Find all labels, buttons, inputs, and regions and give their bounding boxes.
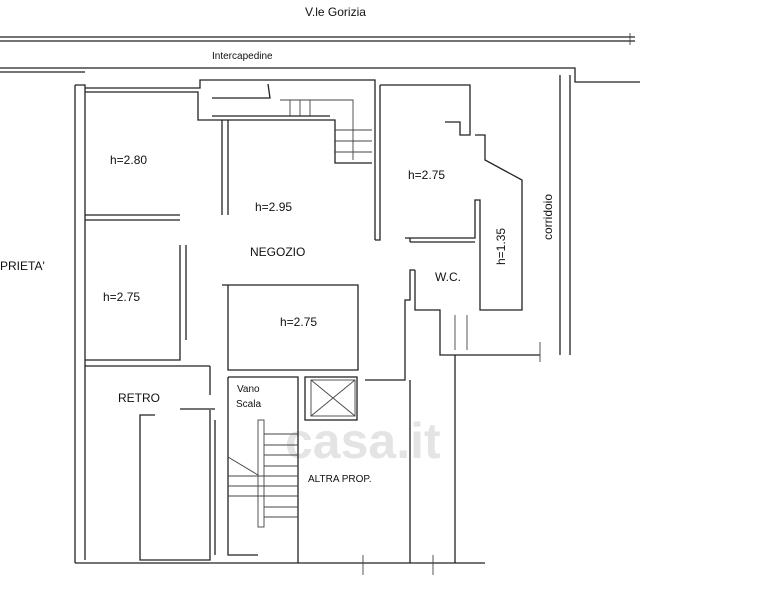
room-name-label: RETRO	[118, 391, 160, 405]
room-height-label: h=2.75	[103, 290, 140, 304]
intercapedine-label: Intercapedine	[212, 51, 273, 62]
corridor-label: corridoio	[541, 194, 555, 240]
room-name-label: W.C.	[435, 270, 461, 284]
room-height-label: h=1.35	[494, 228, 508, 265]
room-name-label: NEGOZIO	[250, 245, 305, 259]
room-height-label: h=2.75	[408, 168, 445, 182]
left-property-label: PRIETA'	[0, 259, 45, 273]
street-walls	[0, 33, 640, 83]
labels: V.le Gorizia Intercapedine PRIETA' corri…	[0, 5, 555, 485]
walls	[74, 75, 571, 575]
room-name-label: Vano	[237, 384, 260, 395]
room-name-label: Scala	[236, 399, 261, 410]
room-height-label: h=2.80	[110, 153, 147, 167]
street-name: V.le Gorizia	[305, 5, 366, 19]
other-property-label: ALTRA PROP.	[308, 474, 372, 485]
room-height-label: h=2.95	[255, 200, 292, 214]
room-height-label: h=2.75	[280, 315, 317, 329]
watermark: casa.it	[285, 413, 441, 469]
